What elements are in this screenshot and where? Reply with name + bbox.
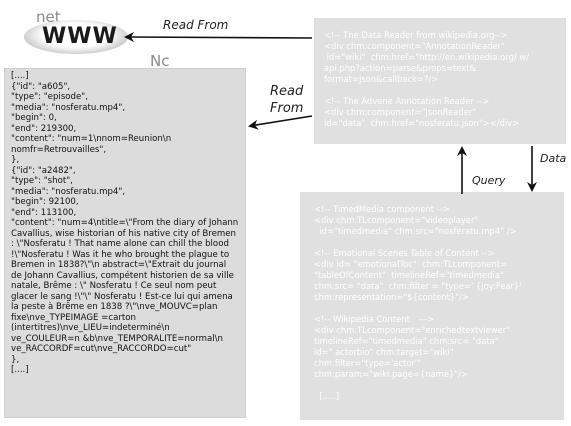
data-label: Data <box>540 152 567 165</box>
arrow-read-from-web <box>124 32 313 43</box>
www-cloud-shape <box>24 20 128 54</box>
read-from-label-middle: Read From <box>270 83 303 117</box>
ui-components-code-box: <!-- TimedMedia component --> <div chm:T… <box>300 192 564 420</box>
partial-label: Nc <box>150 52 170 70</box>
read-word: Read <box>270 84 304 99</box>
arrow-read-from-json <box>248 115 313 130</box>
read-from-label-top: Read From <box>163 18 229 32</box>
from-word: From <box>270 101 304 116</box>
data-reader-code-box: <!-- The Data Reader from wikipedia.org-… <box>314 18 566 144</box>
www-label: WWW <box>42 24 118 49</box>
query-label: Query <box>472 174 506 187</box>
json-data-box: [....] {"id": "a605", "type": "episode",… <box>4 68 246 418</box>
